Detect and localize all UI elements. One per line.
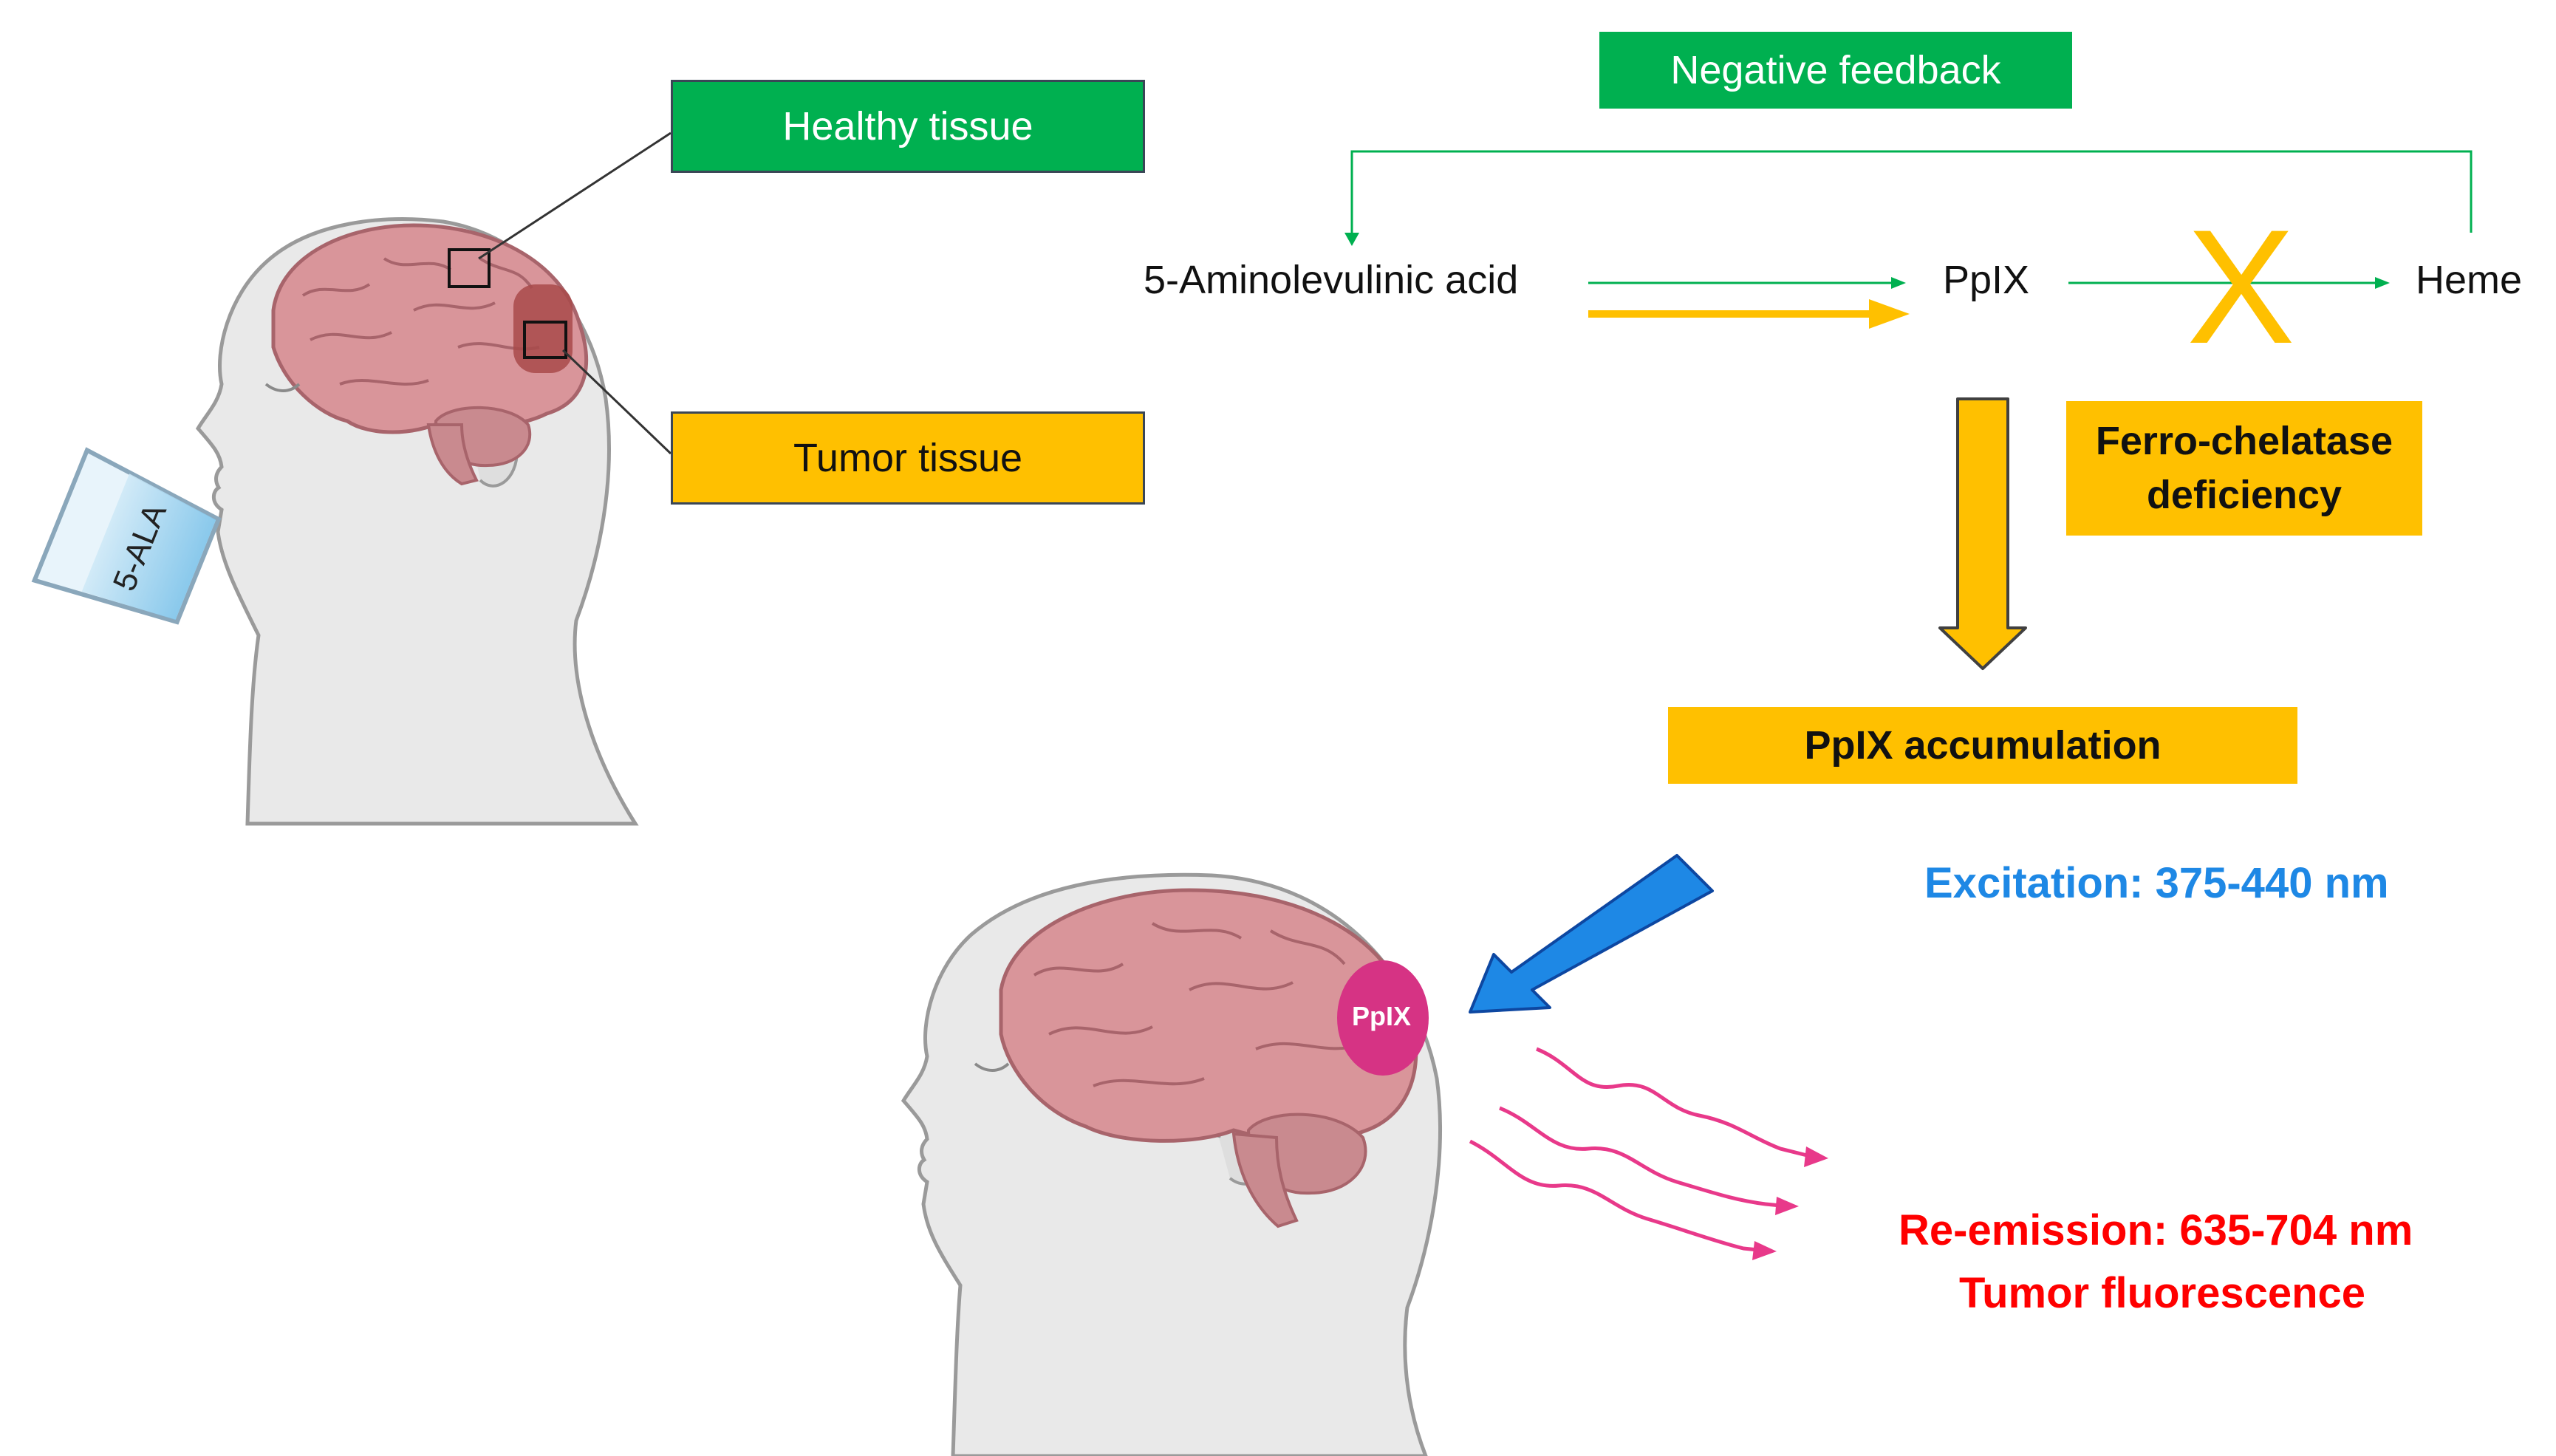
- brainstem-bottom: [1231, 1132, 1299, 1228]
- head-illustration-bottom: PpIX: [901, 872, 1442, 1456]
- reemission-label: Re-emission: 635-704 nm: [1899, 1206, 2413, 1254]
- blocked-conversion-x: X: [2187, 196, 2295, 377]
- tumor-region-top: [513, 284, 573, 373]
- tumor-tissue-label: Tumor tissue: [671, 411, 1145, 505]
- ppix-accumulation-label: PpIX accumulation: [1668, 707, 2297, 784]
- wave-arrowhead-3: [1752, 1241, 1777, 1260]
- glass-water: [81, 474, 216, 621]
- leader-line-tumor: [561, 349, 672, 455]
- wave-3: [1469, 1139, 1759, 1252]
- negative-feedback-label: Negative feedback: [1599, 32, 2072, 109]
- wave-1: [1536, 1047, 1811, 1158]
- reemission-waves: [1469, 1047, 1811, 1252]
- wave-2: [1499, 1106, 1781, 1208]
- wave-arrowhead-2: [1775, 1197, 1799, 1215]
- healthy-tissue-label: Healthy tissue: [671, 80, 1145, 173]
- ppix-accumulation-arrow: [1938, 397, 2027, 670]
- excitation-label: Excitation: 375-440 nm: [1924, 859, 2389, 907]
- glass-of-5ala: 5-ALA: [31, 447, 222, 625]
- excitation-arrow: [1469, 854, 1714, 1014]
- brain-bottom: [999, 888, 1418, 1143]
- feedback-arrowhead: [1344, 233, 1359, 246]
- brainstem-top: [426, 423, 479, 486]
- tumor-sample-box: [523, 321, 567, 359]
- ppix-tumor-mass: [1337, 960, 1429, 1076]
- feedback-line: [1350, 150, 2473, 235]
- ala-label: 5-Aminolevulinic acid: [1144, 258, 1519, 302]
- ferrochelatase-deficiency-label: Ferro-chelatase deficiency: [2066, 401, 2422, 536]
- ppix-to-heme-arrow: [2068, 277, 2390, 289]
- ala-to-ppix-arrow-amber: [1588, 299, 1910, 329]
- closed-eye-top: [264, 383, 301, 392]
- leader-line-healthy: [478, 131, 672, 260]
- wave-arrowhead-1: [1804, 1146, 1828, 1167]
- brain-folds-top: [301, 257, 540, 386]
- head-illustration-top: [195, 131, 672, 826]
- healthy-sample-box: [448, 248, 491, 288]
- ferrochelatase-line-1: Ferro-chelatase: [2095, 419, 2393, 464]
- tumor-fluorescence-label: Tumor fluorescence: [1959, 1269, 2366, 1317]
- negative-feedback-loop: [1344, 150, 2473, 246]
- ala-to-ppix-arrow-green: [1588, 277, 1906, 289]
- brain-folds-bottom: [1033, 922, 1360, 1087]
- ferrochelatase-line-2: deficiency: [2146, 473, 2343, 517]
- heme-label: Heme: [2416, 258, 2523, 302]
- ppix-tumor-label: PpIX: [1352, 1001, 1411, 1031]
- ppix-label: PpIX: [1943, 258, 2030, 302]
- closed-eye-bottom: [974, 1062, 1010, 1072]
